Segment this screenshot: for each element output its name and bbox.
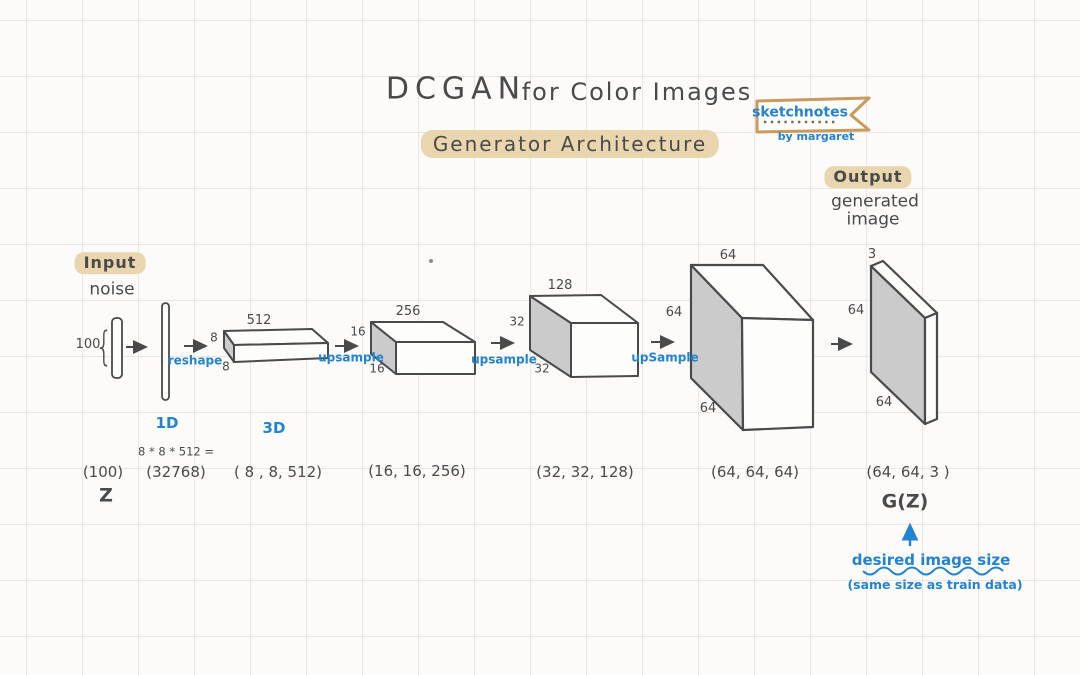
annotation-desired-size: desired image size [851,550,1011,569]
page-title-rest: for Color Images [521,77,753,106]
brace-glyph: { [95,324,113,370]
shape-64-64-64: (64, 64, 64) [710,462,800,481]
layer-box-8-8-512 [223,328,329,363]
dense-1d-bar [161,302,170,401]
box3-depth-dim: 32 [509,314,525,329]
box1-top-dim: 512 [246,312,272,328]
z-symbol: Z [99,484,113,507]
box1-height-dim: 8 [222,359,230,374]
shape-64-64-3: (64, 64, 3 ) [866,462,950,481]
stray-pencil-dot [429,259,433,263]
box2-top-dim: 256 [395,303,421,319]
stage-1d-label: 1D [155,413,179,432]
page-subtitle: Generator Architecture [420,130,720,158]
box4-height-dim: 64 [699,400,717,416]
shape-flat: (32768) [146,462,206,481]
output-depth-dim: 3 [867,246,877,262]
annotation-same-size: (same size as train data) [847,577,1023,593]
sketchnotes-ribbon [755,96,871,134]
box2-height-dim: 16 [369,361,385,376]
banner-label: sketchnotes [752,104,848,121]
output-image-slab [869,259,939,426]
box1-depth-dim: 8 [210,330,218,345]
input-label: Input [74,252,146,274]
stage-3d-label: 3D [262,418,286,437]
banner-byline: by margaret [777,129,855,143]
box3-height-dim: 32 [534,361,550,376]
box2-depth-dim: 16 [350,324,366,339]
upsample1-label: upsample [318,350,384,365]
layer-box-16-16-256 [370,321,476,375]
shape-input: (100) [82,462,124,481]
upsample3-label: upSample [631,350,699,365]
output-sub-line1: generated [831,191,919,212]
output-bottom-dim: 64 [875,394,893,410]
input-noise-label: noise [89,279,135,300]
wavy-underline [862,566,1004,576]
page-title: DCGAN [385,71,527,107]
layer-box-64-64-64 [689,263,815,432]
layer-box-32-32-128 [529,294,639,378]
box3-top-dim: 128 [547,277,573,293]
gz-symbol: G(Z) [881,490,929,513]
shape-8-8-512: ( 8 , 8, 512) [233,462,323,481]
shape-16-16-256: (16, 16, 256) [368,461,466,480]
output-label: Output [824,166,912,188]
box4-depth-dim: 64 [665,304,683,320]
noise-dim-label: 100 [75,336,101,352]
reshape-label: reshape [167,353,223,368]
output-left-dim: 64 [847,302,865,318]
upsample2-label: upsample [471,352,537,367]
output-sub-line2: image [846,209,900,230]
noise-vector-bar [111,317,123,379]
shape-32-32-128: (32, 32, 128) [536,462,634,481]
calc-8x8x512: 8 * 8 * 512 = [138,444,214,459]
box4-top-dim: 64 [719,247,737,263]
